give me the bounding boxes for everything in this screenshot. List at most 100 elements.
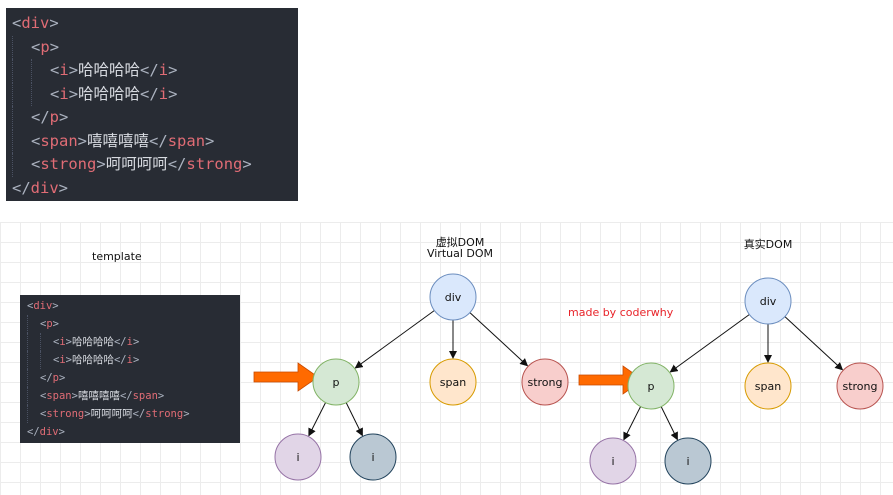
- vdom-node-p: p: [312, 358, 360, 406]
- vdom-node-div: div: [429, 273, 477, 321]
- angle-bracket: >: [132, 354, 140, 366]
- open-tag-name: i: [59, 61, 69, 79]
- indent-guide: [12, 106, 31, 130]
- real-edge-p-i1: [623, 406, 642, 441]
- angle-bracket: >: [77, 131, 88, 150]
- real-node-p-label: p: [648, 380, 655, 393]
- vdom-edge-p-i1: [308, 402, 327, 437]
- close-tag-name: i: [126, 336, 133, 348]
- angle-bracket: <: [40, 318, 47, 330]
- angle-bracket: >: [49, 37, 60, 56]
- code-line: <strong>呵呵呵呵</strong>: [6, 153, 298, 177]
- vdom-edge-p-i2: [345, 402, 363, 437]
- real-node-div: div: [744, 277, 792, 325]
- vdom-node-i1: i: [274, 433, 322, 481]
- angle-bracket: </: [140, 61, 159, 79]
- text-content: 呵呵呵呵: [90, 408, 133, 420]
- angle-bracket: >: [205, 131, 215, 150]
- angle-bracket: <: [31, 155, 41, 173]
- text-content: 哈哈哈哈: [71, 336, 114, 348]
- template-code-line: </div>: [20, 423, 240, 441]
- indent-guide: [12, 82, 31, 106]
- angle-bracket: <: [50, 61, 60, 79]
- close-tag-name: i: [158, 61, 169, 79]
- text-content: 哈哈哈哈: [71, 354, 114, 366]
- real-edge-p-i2: [660, 406, 678, 441]
- code-line: <div>: [6, 12, 298, 36]
- angle-bracket: >: [183, 408, 190, 420]
- angle-bracket: >: [168, 61, 178, 79]
- indent-guide: [27, 333, 40, 351]
- angle-bracket: >: [157, 390, 165, 402]
- angle-bracket: </: [31, 108, 50, 126]
- angle-bracket: >: [84, 408, 91, 420]
- vdom-edge-div-p: [354, 310, 435, 369]
- open-tag-name: i: [59, 336, 66, 348]
- open-tag-name: i: [59, 354, 66, 366]
- template-code-line: <span>嘻嘻嘻嘻</span>: [20, 387, 240, 405]
- vdom-edge-div-strong: [469, 312, 529, 367]
- code-line: </div>: [6, 177, 298, 201]
- close-tag-name: i: [158, 84, 169, 103]
- indent-guide: [27, 387, 40, 405]
- angle-bracket: </: [132, 408, 146, 420]
- transform-arrow-template-to-vdom: [253, 362, 319, 392]
- close-tag-name: span: [167, 131, 206, 150]
- angle-bracket: </: [113, 336, 127, 348]
- template-label: template: [92, 250, 142, 263]
- template-code-box: <div><p><i>哈哈哈哈</i><i>哈哈哈哈</i></p><span>…: [20, 295, 240, 443]
- angle-bracket: >: [71, 390, 78, 402]
- angle-bracket: <: [40, 390, 47, 402]
- indent-guide: [27, 369, 40, 387]
- real-node-div-label: div: [760, 295, 777, 308]
- angle-bracket: <: [31, 131, 41, 150]
- close-tag-name: span: [132, 390, 158, 402]
- vdom-node-div-label: div: [445, 291, 462, 304]
- indent-guide: [12, 153, 31, 177]
- open-tag-name: div: [33, 300, 53, 312]
- real-node-i1: i: [589, 437, 637, 485]
- angle-bracket: >: [242, 155, 252, 173]
- vdom-node-i1-label: i: [296, 451, 299, 464]
- angle-bracket: >: [68, 84, 79, 103]
- open-tag-name: span: [46, 390, 72, 402]
- angle-bracket: >: [59, 108, 69, 126]
- angle-bracket: </: [12, 178, 31, 197]
- vdom-node-p-label: p: [333, 376, 340, 389]
- angle-bracket: </: [119, 390, 133, 402]
- indent-guide: [12, 129, 31, 153]
- text-content: 嘻嘻嘻嘻: [77, 390, 120, 402]
- angle-bracket: >: [52, 318, 59, 330]
- vdom-node-strong: strong: [521, 358, 569, 406]
- template-code-line: <i>哈哈哈哈</i>: [20, 351, 240, 369]
- real-edge-div-strong: [784, 316, 844, 371]
- indent-guide: [27, 315, 40, 333]
- angle-bracket: >: [58, 178, 69, 197]
- real-node-strong: strong: [836, 362, 884, 410]
- angle-bracket: <: [50, 84, 60, 103]
- indent-guide: [27, 351, 40, 369]
- angle-bracket: <: [40, 408, 47, 420]
- template-code-line: <i>哈哈哈哈</i>: [20, 333, 240, 351]
- real-edge-div-p: [669, 314, 750, 373]
- real-node-span: span: [744, 362, 792, 410]
- angle-bracket: >: [96, 155, 106, 173]
- template-code-line: <p>: [20, 315, 240, 333]
- text-content: 哈哈哈哈: [78, 61, 141, 79]
- real-node-i1-label: i: [611, 455, 614, 468]
- close-tag-name: div: [39, 426, 59, 438]
- angle-bracket: </: [149, 131, 168, 150]
- text-content: 嘻嘻嘻嘻: [87, 131, 150, 150]
- angle-bracket: </: [167, 155, 187, 173]
- open-tag-name: span: [40, 131, 78, 150]
- virtual-dom-label-en: Virtual DOM: [426, 247, 494, 260]
- open-tag-name: strong: [40, 155, 97, 173]
- open-tag-name: strong: [46, 408, 85, 420]
- angle-bracket: >: [65, 336, 72, 348]
- code-line: <span>嘻嘻嘻嘻</span>: [6, 129, 298, 153]
- watermark-text: made by coderwhy: [568, 306, 674, 319]
- close-tag-name: strong: [145, 408, 184, 420]
- vdom-node-i2-label: i: [371, 451, 374, 464]
- code-line: </p>: [6, 106, 298, 130]
